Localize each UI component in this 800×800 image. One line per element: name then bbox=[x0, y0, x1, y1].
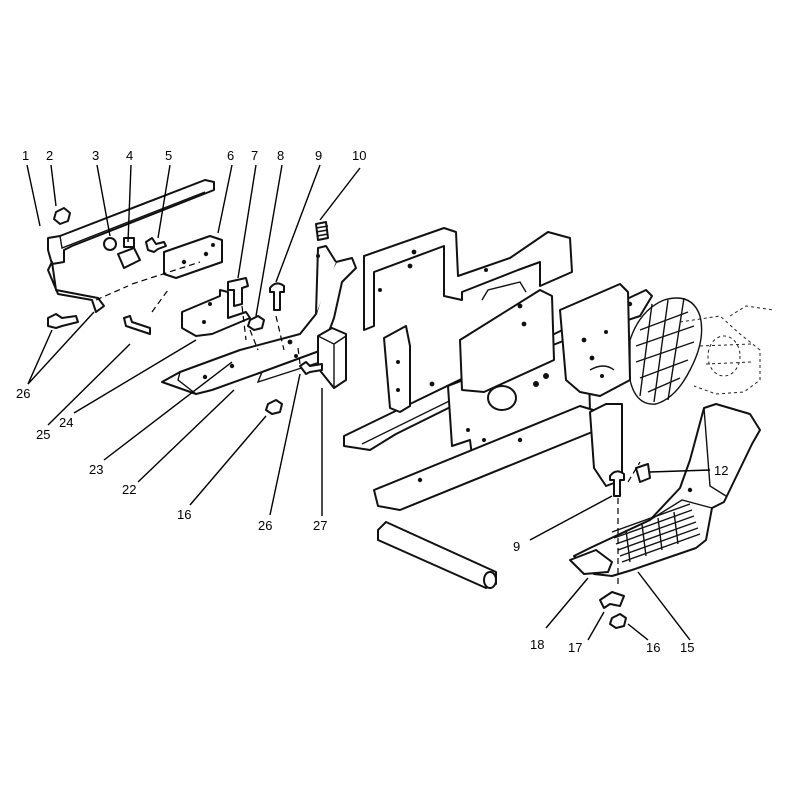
callout-25: 25 bbox=[36, 427, 50, 442]
bolt-part-25 bbox=[123, 315, 151, 335]
main-frame bbox=[343, 227, 653, 589]
foot-step-plate-part-15 bbox=[573, 403, 761, 577]
clamp-part-17 bbox=[599, 591, 625, 609]
motor-housing-outline bbox=[679, 315, 761, 395]
callout-17: 17 bbox=[568, 640, 582, 655]
callout-16: 16 bbox=[177, 507, 191, 522]
washer-part-3 bbox=[103, 237, 117, 251]
nut-part-2 bbox=[53, 207, 71, 225]
callout-4: 4 bbox=[126, 148, 133, 163]
callout-3: 3 bbox=[92, 148, 99, 163]
gearbox-side-plate bbox=[559, 283, 631, 397]
callout-2: 2 bbox=[46, 148, 53, 163]
callout-26: 26 bbox=[16, 386, 30, 401]
step-edge-part-18 bbox=[569, 549, 613, 575]
callout-6: 6 bbox=[227, 148, 234, 163]
callout-27: 27 bbox=[313, 518, 327, 533]
front-plate-large-hole bbox=[487, 385, 517, 411]
left-bracket-assembly bbox=[47, 179, 357, 415]
callout-16-b: 16 bbox=[646, 640, 660, 655]
nut-part-16-left bbox=[265, 399, 283, 415]
carriage-bolt-part-9-right bbox=[609, 470, 625, 497]
rotary-brush bbox=[629, 297, 703, 405]
callout-18: 18 bbox=[530, 637, 544, 652]
bolt-part-7 bbox=[227, 277, 249, 307]
block-part-27 bbox=[317, 327, 347, 389]
angle-bracket-part-1 bbox=[47, 179, 215, 265]
plate-part-6 bbox=[163, 235, 223, 279]
callout-labels: 1 2 3 4 5 6 7 8 9 10 26 25 24 23 22 16 2… bbox=[16, 148, 728, 655]
callout-5: 5 bbox=[165, 148, 172, 163]
step-plate-part-23 bbox=[161, 257, 357, 395]
brush-motor-assembly bbox=[629, 297, 775, 405]
leader-lines bbox=[26, 164, 711, 641]
bolt-part-26-left bbox=[47, 313, 79, 329]
tread-grating bbox=[611, 503, 701, 563]
bolt-part-26-block bbox=[299, 361, 323, 375]
nut-part-8 bbox=[247, 315, 265, 331]
callout-9-b: 9 bbox=[513, 539, 520, 554]
clip-part-12 bbox=[635, 463, 651, 483]
callout-24: 24 bbox=[59, 415, 73, 430]
nut-part-16-right bbox=[609, 613, 627, 629]
plate-part-4 bbox=[117, 247, 141, 269]
callout-26-b: 26 bbox=[258, 518, 272, 533]
callout-15: 15 bbox=[680, 640, 694, 655]
carriage-bolt-part-9 bbox=[269, 282, 285, 311]
callout-8: 8 bbox=[277, 148, 284, 163]
callout-7: 7 bbox=[251, 148, 258, 163]
callout-22: 22 bbox=[122, 482, 136, 497]
axle-rod bbox=[377, 521, 497, 589]
bolt-part-5 bbox=[145, 237, 167, 253]
right-step-assembly bbox=[569, 403, 761, 629]
callout-23: 23 bbox=[89, 462, 103, 477]
callout-10: 10 bbox=[352, 148, 366, 163]
callout-9: 9 bbox=[315, 148, 322, 163]
upper-vertical-plate bbox=[459, 289, 555, 393]
bracket-part-24 bbox=[181, 289, 251, 337]
callout-1: 1 bbox=[22, 148, 29, 163]
callout-12: 12 bbox=[714, 463, 728, 478]
rear-upright-bracket bbox=[363, 227, 573, 331]
